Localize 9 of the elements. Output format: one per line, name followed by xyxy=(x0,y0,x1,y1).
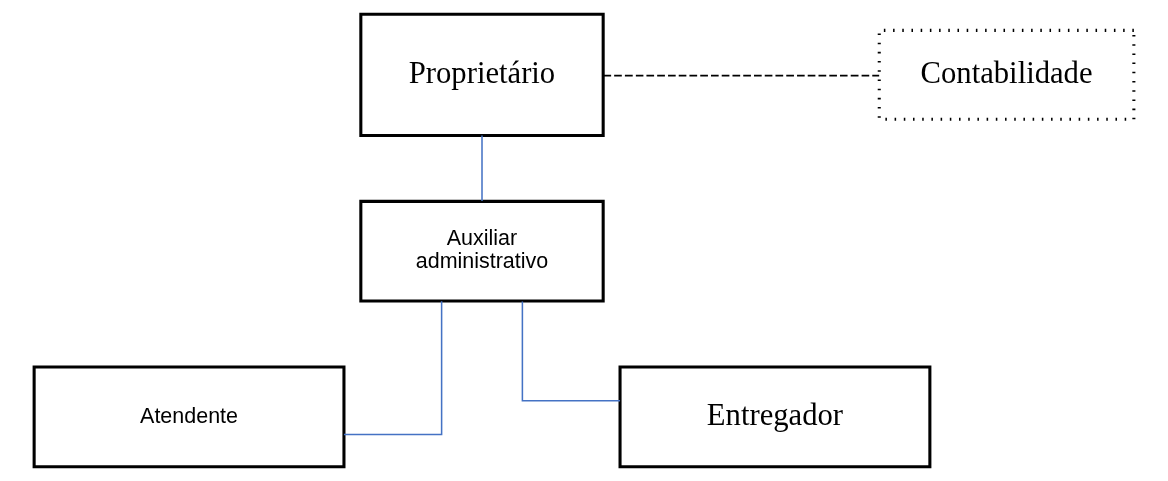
node-box: Atendente xyxy=(32,365,346,469)
node-box: Auxiliar administrativo xyxy=(359,199,605,303)
node-box: Contabilidade xyxy=(877,28,1136,121)
connector xyxy=(521,300,621,402)
node-box: Entregador xyxy=(618,365,932,469)
connector xyxy=(343,300,443,436)
node-box: Proprietário xyxy=(359,12,605,137)
connector xyxy=(602,74,880,77)
connector xyxy=(481,134,483,202)
